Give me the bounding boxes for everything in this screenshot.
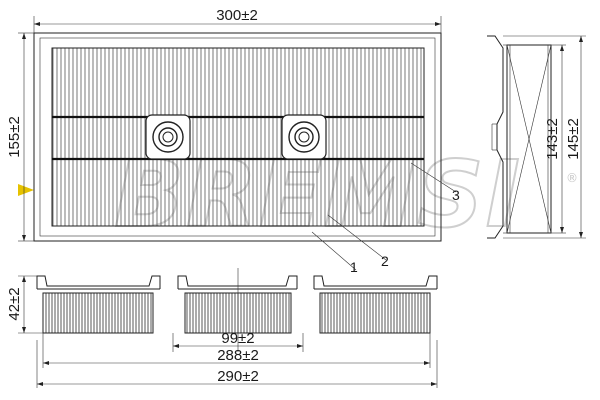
- svg-text:3: 3: [452, 187, 460, 203]
- dim-top-width: 300±2: [33, 7, 442, 33]
- callout-1: 1: [311, 231, 358, 275]
- top-view-inner-frame: [39, 37, 436, 237]
- dim-front-outer-width-label: 290±2: [217, 368, 259, 385]
- top-view-outer-frame: [33, 32, 442, 242]
- svg-text:2: 2: [381, 253, 389, 269]
- top-view: 300±2 155±2 1 2 3: [6, 7, 460, 275]
- top-view-filter-media: [51, 47, 425, 227]
- dim-top-width-label: 300±2: [216, 7, 258, 24]
- callout-3: 3: [410, 162, 460, 203]
- dim-side-outer-label: 145±2: [565, 118, 582, 160]
- front-view-segment-center: [177, 275, 298, 334]
- dim-top-height-label: 155±2: [6, 116, 23, 158]
- side-view: 143±2 145±2: [487, 35, 586, 239]
- dim-side-inner-label: 143±2: [544, 118, 561, 160]
- front-view: 42±2 99±2 288±2 290±2: [6, 268, 438, 388]
- dim-side-outer: 145±2: [503, 35, 586, 239]
- mount-boss-left: [145, 114, 191, 160]
- dim-front-outer-width: 290±2: [36, 340, 438, 388]
- side-view-body: [506, 44, 552, 234]
- dim-front-center: 99±2: [172, 330, 304, 352]
- front-view-segment-left: [36, 275, 161, 334]
- watermark-registered: ®: [566, 171, 578, 185]
- dim-front-height-label: 42±2: [6, 287, 23, 320]
- mount-boss-right: [281, 114, 327, 160]
- dim-front-inner-width: 288±2: [42, 333, 431, 368]
- callout-2: 2: [327, 214, 389, 269]
- svg-text:1: 1: [350, 259, 358, 275]
- dim-top-height: 155±2: [6, 32, 34, 242]
- watermark-triangle-icon: [18, 184, 34, 196]
- front-view-segment-right: [313, 275, 438, 334]
- side-view-flange: [487, 35, 504, 239]
- side-view-cross-b: [506, 44, 552, 234]
- dim-front-height: 42±2: [6, 275, 43, 334]
- dim-front-inner-width-label: 288±2: [217, 347, 259, 364]
- dim-side-inner: 143±2: [544, 44, 566, 234]
- dim-front-center-label: 99±2: [221, 330, 254, 347]
